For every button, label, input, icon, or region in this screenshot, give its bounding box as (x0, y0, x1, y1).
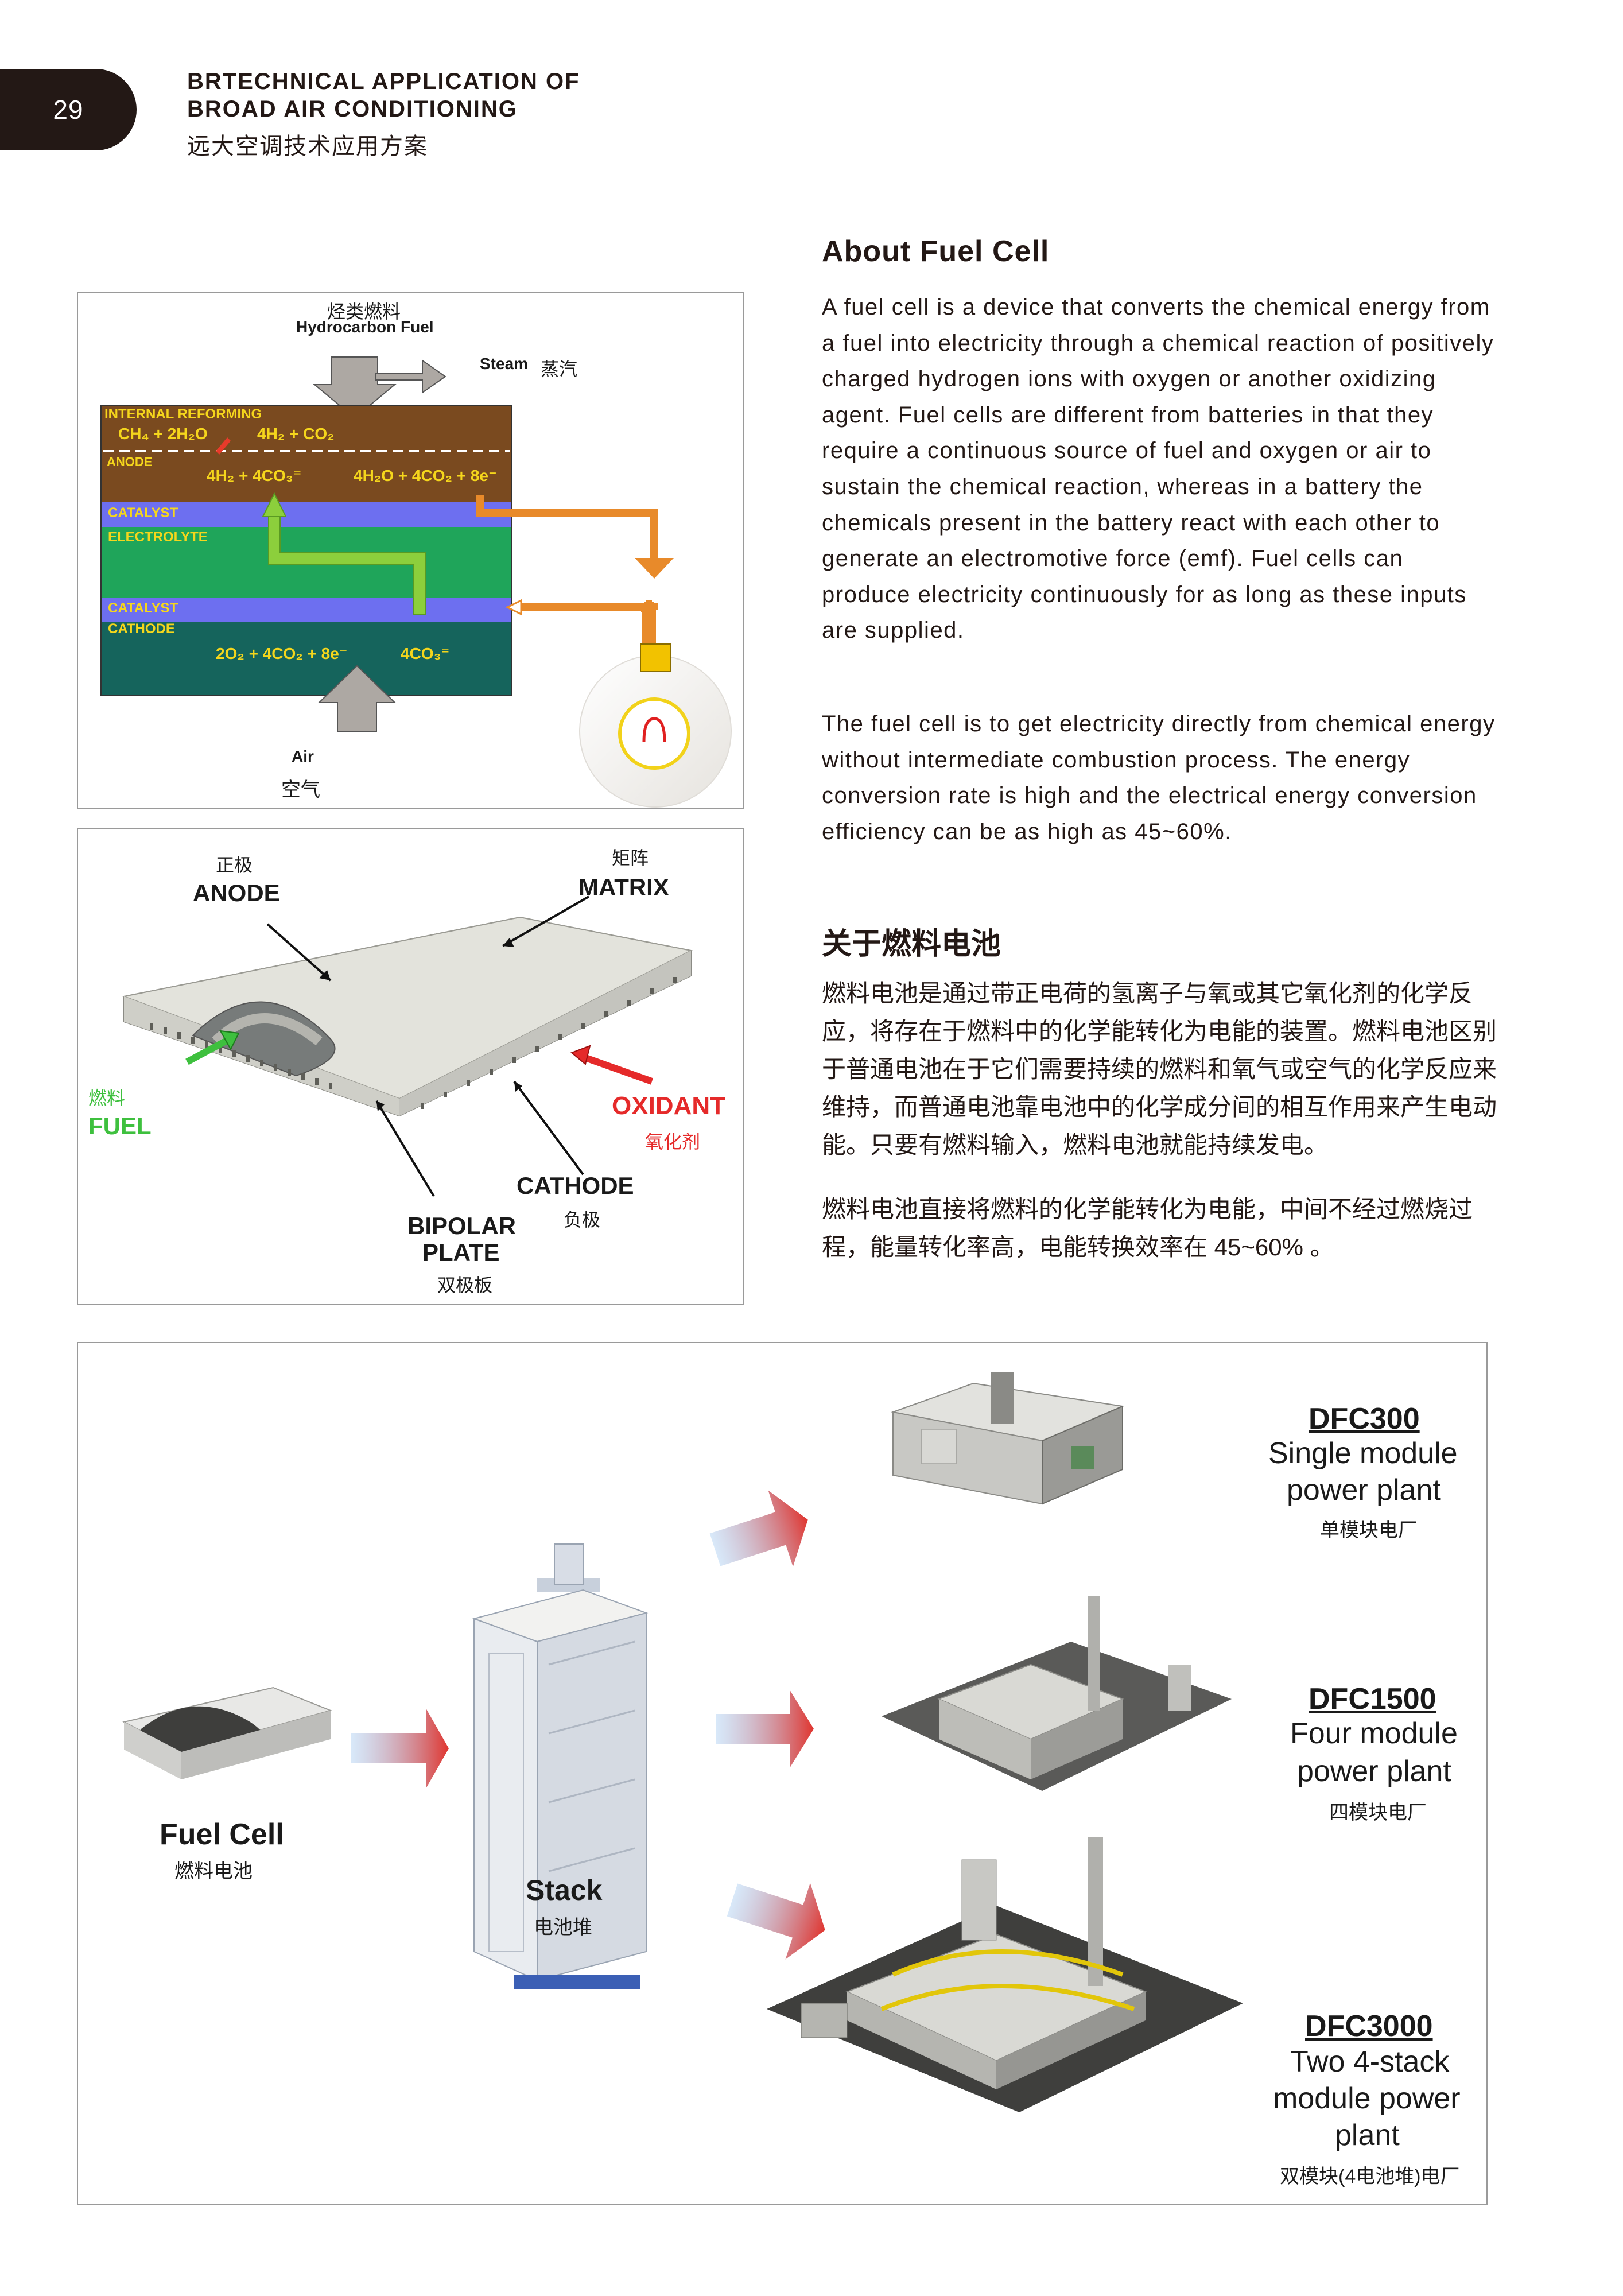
cathode-leader-line (513, 1080, 584, 1176)
fuel-input-arrow (313, 356, 397, 419)
about-paragraph-2-cn: 燃料电池直接将燃料的化学能转化为电能，中间不经过燃烧过程，能量转化率高，电能转换… (822, 1196, 1473, 1261)
matrix-leader-line (502, 895, 589, 947)
anode-layer (101, 405, 512, 502)
anode-label-cn: 正极 (216, 855, 253, 875)
dfc3000-desc-line2: module power (1273, 2082, 1461, 2115)
stack-image (472, 1543, 649, 1989)
cathode-equation-left: 2O₂ + 4CO₂ + 8e⁻ (216, 645, 348, 662)
fuel-cell-label-en: Fuel Cell (160, 1818, 284, 1851)
fuel-label-cn: 烃类燃料 (327, 301, 401, 322)
dfc300-label-cn: 单模块电厂 (1320, 1519, 1418, 1541)
bipolar-plate-label-cn: 双极板 (437, 1275, 493, 1296)
oxidant-arrow (579, 1053, 654, 1085)
matrix-label-en: MATRIX (578, 874, 669, 901)
anode-label-en: ANODE (193, 879, 280, 906)
steam-label-cn: 蒸汽 (541, 359, 578, 379)
matrix-label-cn: 矩阵 (612, 848, 649, 868)
steam-label-en: Steam (480, 355, 529, 373)
dfc1500-desc-line2: power plant (1297, 1755, 1451, 1788)
dfc1500-label-cn: 四模块电厂 (1329, 1802, 1427, 1824)
dfc3000-label-cn: 双模块(4电池堆)电厂 (1280, 2166, 1460, 2188)
arrow-cell-to-stack (351, 1708, 449, 1789)
structure-diagram-graphic (122, 895, 693, 1197)
air-label-en: Air (292, 747, 314, 765)
section-title: About Fuel Cell (822, 235, 1050, 268)
dfc3000-desc-line1: Two 4-stack (1290, 2045, 1450, 2078)
stack-label-en: Stack (526, 1874, 603, 1906)
progression-graphic (122, 1372, 1243, 2112)
arrow-stack-to-dfc300 (709, 1490, 808, 1567)
steam-input-arrow (375, 359, 446, 394)
catalyst-top-layer (101, 502, 512, 527)
about-paragraph-1-cn: 燃料电池是通过带正电荷的氢离子与氧或其它氧化剂的化学反应，将存在于燃料中的化学能… (822, 980, 1497, 1158)
bipolar-leader-line (375, 1100, 435, 1197)
catalyst-bottom-layer (101, 598, 512, 622)
catalyst-top-label: CATALYST (108, 505, 178, 521)
carbonate-ion-path (262, 492, 426, 615)
internal-reforming-label: INTERNAL REFORMING (104, 406, 262, 422)
stack-label-cn: 电池堆 (534, 1917, 592, 1938)
arrow-stack-to-dfc1500 (716, 1690, 814, 1768)
dfc300-desc-line2: power plant (1287, 1473, 1441, 1507)
fuel-arrow (185, 1034, 234, 1065)
power-plant-progression-diagram: Fuel Cell 燃料电池 Stack 电池堆 DFC300 Single m… (77, 1342, 1488, 2205)
oxidant-label-cn: 氧化剂 (645, 1131, 701, 1152)
reforming-equation-right: 4H₂ + CO₂ (257, 425, 335, 443)
bipolar-plate-label-line2: PLATE (422, 1239, 500, 1266)
dfc3000-plant-image (767, 1837, 1243, 2112)
header-title-line2: BROAD AIR CONDITIONING (187, 96, 518, 122)
fuel-cell-image (122, 1686, 333, 1779)
cathode-label: CATHODE (108, 621, 175, 637)
fuel-label-en: Hydrocarbon Fuel (296, 318, 434, 336)
air-input-arrow (317, 665, 397, 732)
dfc3000-name: DFC3000 (1305, 2010, 1433, 2043)
air-label-cn: 空气 (281, 779, 320, 801)
oxidant-label-en: OXIDANT (612, 1092, 725, 1120)
dfc300-desc-line1: Single module (1268, 1437, 1458, 1470)
about-paragraph-2: The fuel cell is to get electricity dire… (822, 711, 1496, 844)
fuel-cell-reaction-diagram: 烃类燃料 Hydrocarbon Fuel Steam 蒸汽 INTERNAL … (77, 292, 744, 809)
arrow-stack-to-dfc3000 (727, 1883, 825, 1960)
section-title-cn: 关于燃料电池 (822, 928, 1001, 961)
anode-leader-line (266, 923, 332, 982)
anode-equation-left: 4H₂ + 4CO₃⁼ (207, 467, 302, 484)
page-number: 29 (53, 95, 84, 125)
anode-equation-right: 4H₂O + 4CO₂ + 8e⁻ (354, 467, 497, 484)
dfc1500-plant-image (882, 1596, 1232, 1791)
page-number-tab: 29 (0, 69, 137, 150)
reforming-equation-left: CH₄ + 2H₂O (118, 425, 208, 443)
fuel-label-cn: 燃料 (88, 1088, 126, 1108)
fuel-cell-structure-diagram: 正极 ANODE 矩阵 MATRIX 燃料 FUEL OXIDANT 氧化剂 C… (77, 828, 744, 1305)
dfc3000-desc-line3: plant (1335, 2119, 1400, 2152)
cathode-label-en: CATHODE (517, 1172, 634, 1199)
anode-label: ANODE (107, 455, 153, 469)
dfc300-name: DFC300 (1309, 1402, 1420, 1436)
electrolyte-label: ELECTROLYTE (108, 529, 208, 545)
plate-channels (150, 977, 677, 1109)
bipolar-plate-label-line1: BIPOLAR (407, 1212, 516, 1239)
reaction-diagram-graphic (100, 356, 732, 808)
header-title-line1: BRTECHNICAL APPLICATION OF (187, 69, 580, 94)
about-paragraph-1: A fuel cell is a device that converts th… (822, 294, 1494, 643)
fuel-cell-label-cn: 燃料电池 (174, 1860, 253, 1882)
dfc300-plant-image (891, 1372, 1125, 1505)
catalyst-bottom-label: CATALYST (108, 600, 178, 616)
cathode-equation-right: 4CO₃⁼ (401, 645, 450, 662)
cathode-label-cn: 负极 (564, 1209, 601, 1230)
header-subtitle-cn: 远大空调技术应用方案 (187, 134, 428, 159)
dfc1500-name: DFC1500 (1309, 1682, 1436, 1716)
header-title: BRTECHNICAL APPLICATION OF BROAD AIR CON… (187, 68, 580, 123)
fuel-label-en: FUEL (88, 1112, 152, 1139)
light-bulb-icon (579, 643, 732, 808)
dfc1500-desc-line1: Four module (1290, 1717, 1458, 1750)
cathode-layer (101, 622, 512, 696)
fuel-cell-plate (122, 916, 693, 1117)
